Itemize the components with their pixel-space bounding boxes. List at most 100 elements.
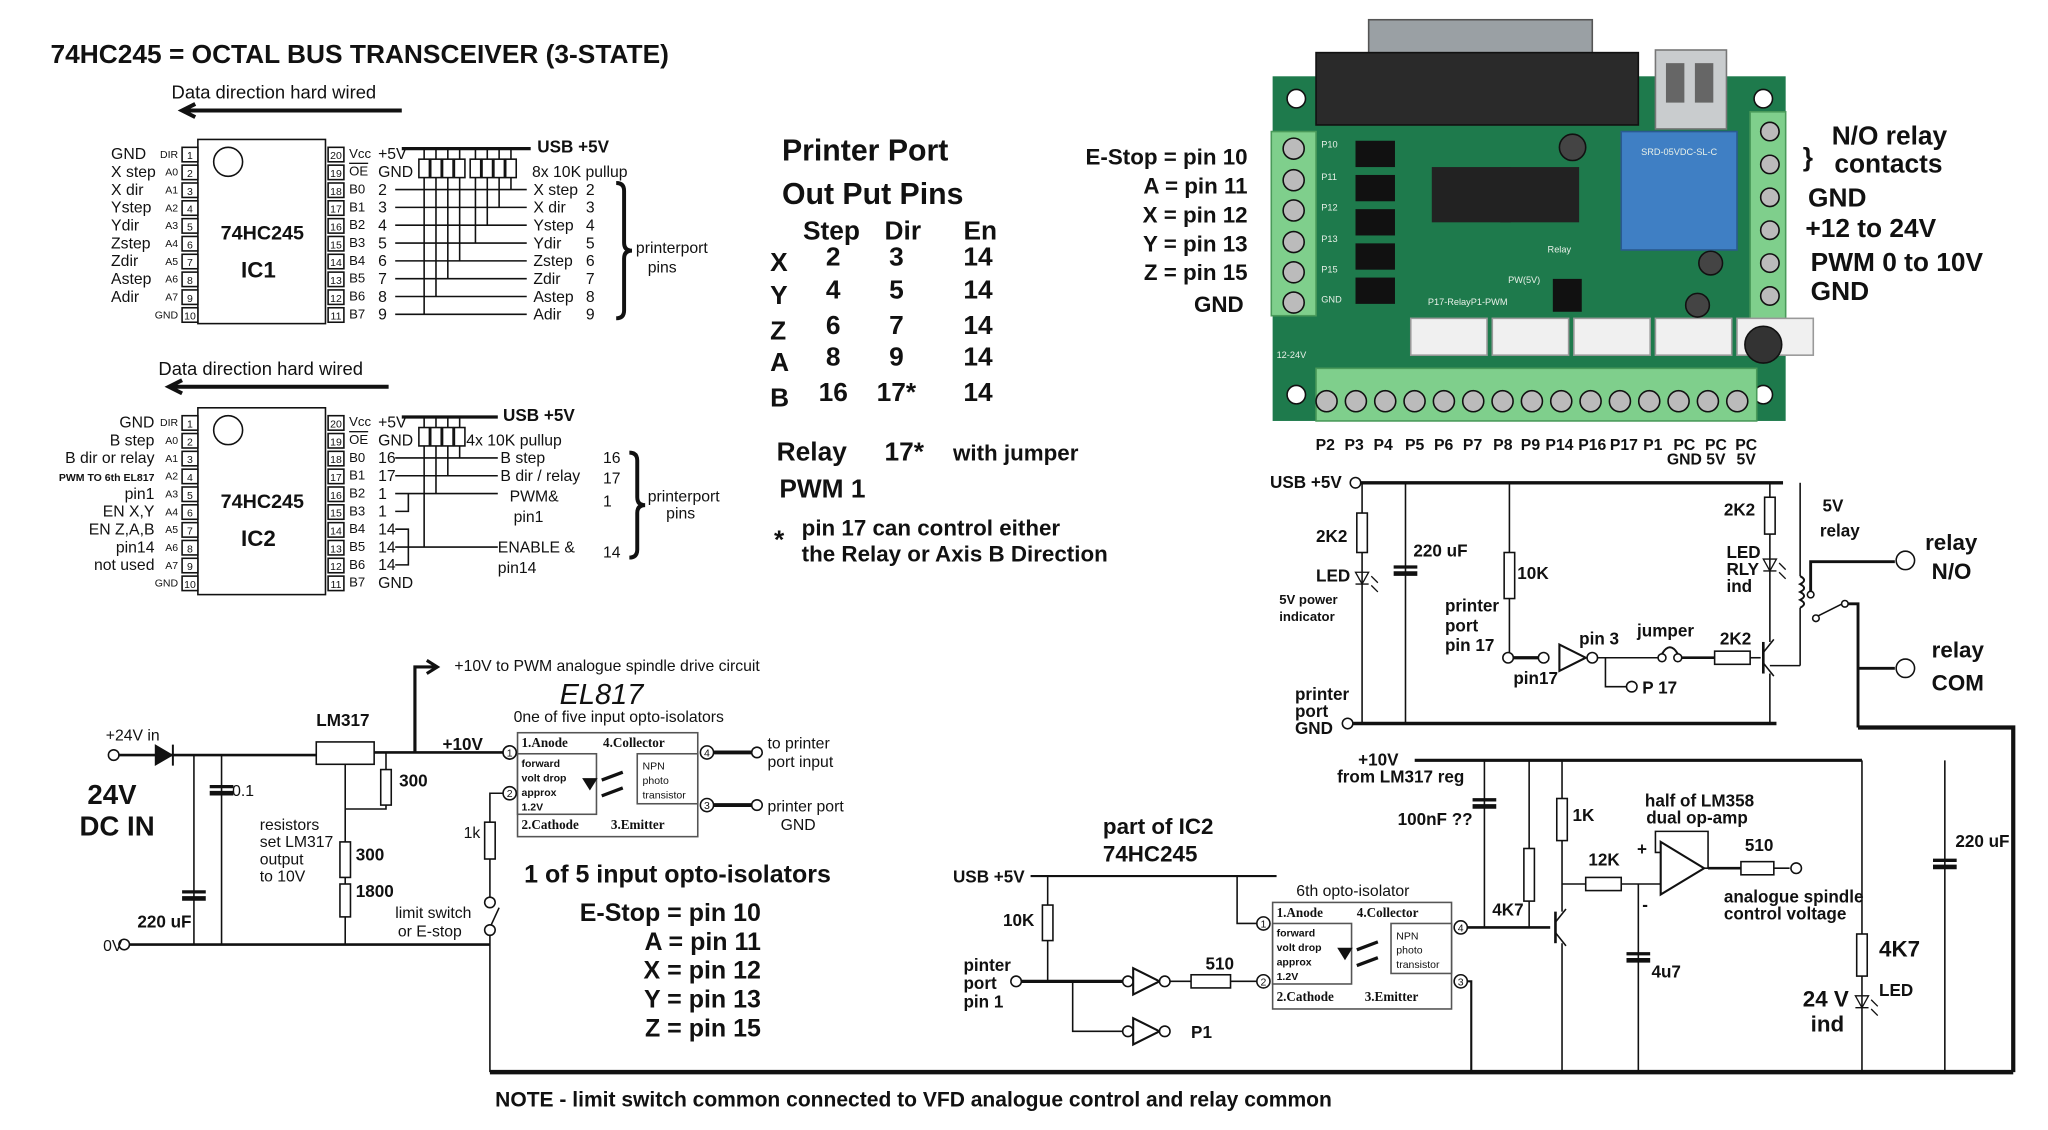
resistor <box>1356 512 1369 554</box>
transistor <box>1554 932 1567 947</box>
port-label: PWM& <box>510 488 560 505</box>
op-amp <box>1659 840 1707 897</box>
pin-name: GND <box>155 309 179 321</box>
terminal-circle <box>107 749 120 762</box>
capacitor-label: 0.1 <box>232 783 254 800</box>
opto-led-label: volt drop <box>1277 942 1322 954</box>
port-label: pin14 <box>498 560 537 577</box>
output-label: 5 <box>378 235 387 252</box>
terminal-circle <box>750 746 764 759</box>
bottom-pin-label: P8 <box>1493 437 1513 454</box>
resistor <box>481 158 494 179</box>
signal-label: B dir or relay <box>65 450 154 467</box>
signal-label: Zstep <box>111 235 151 252</box>
op-amp-plus: + <box>1637 840 1647 859</box>
jst-connector <box>1654 317 1733 356</box>
opto-transistor-label: photo <box>1396 945 1422 957</box>
screw-terminal <box>1403 389 1426 413</box>
pin-number: 1 <box>187 419 193 431</box>
silkscreen-label: P11 <box>1321 172 1337 182</box>
resistor <box>453 426 466 447</box>
silkscreen-label: GND <box>1321 295 1342 305</box>
group-label: printerport <box>648 488 720 505</box>
signal-label: Zdir <box>111 253 138 270</box>
pin-name: A3 <box>165 220 178 232</box>
terminal-circle <box>1158 975 1171 988</box>
output-label: 14 <box>378 539 396 556</box>
pin-number: 16 <box>330 221 342 233</box>
pin-box <box>181 306 199 324</box>
resistor-label: 10K <box>1003 911 1035 930</box>
output-label: GND <box>378 164 413 181</box>
opto-transistor-label: transistor <box>643 789 687 801</box>
pin-name: B4 <box>349 521 365 536</box>
table-cell: 8 <box>826 342 841 372</box>
port-pin-number: 2 <box>586 182 595 199</box>
relay-text: SRD-05VDC-SL-C <box>1641 147 1717 157</box>
opto-pin-number: 3 <box>1458 976 1464 988</box>
screw-terminal <box>1725 389 1749 413</box>
pin-name: B1 <box>349 468 365 483</box>
pin-number: 4 <box>187 204 193 216</box>
resistor <box>418 158 431 179</box>
pin-box <box>327 450 345 467</box>
table-cell: 14 <box>963 242 993 272</box>
signal-label: not used <box>94 557 154 574</box>
port-label: ENABLE & <box>498 539 576 556</box>
wire <box>1818 603 1843 617</box>
pin-name: A6 <box>165 542 178 554</box>
supply-label: USB +5V <box>1270 473 1342 492</box>
terminal-circle <box>1657 653 1667 663</box>
pin-name: A4 <box>165 238 178 250</box>
input-pin-label: A = pin 11 <box>1143 173 1247 198</box>
pullup-label: 8x 10K pullup <box>532 164 628 181</box>
bottom-pin-label: P14 <box>1545 437 1573 454</box>
resistor <box>441 158 454 179</box>
input-pin-label: X = pin 12 <box>1143 202 1248 227</box>
resistor-label: 300 <box>356 845 385 864</box>
pin-box <box>327 468 345 485</box>
pin-name: A5 <box>165 524 178 536</box>
pin-number: 14 <box>330 257 342 269</box>
resistor-label: 2K2 <box>1316 527 1347 546</box>
wire <box>1847 602 1895 728</box>
silkscreen-label: Relay <box>1548 245 1572 255</box>
led-icon <box>582 778 598 791</box>
wire <box>345 805 387 810</box>
pin-name: A2 <box>165 471 178 483</box>
table-header: En <box>963 215 997 245</box>
ic-reference: IC2 <box>241 526 276 551</box>
pin1-notch <box>212 146 244 178</box>
opto-transistor-box <box>1390 922 1453 975</box>
resistor <box>1855 933 1869 977</box>
terminal-circle <box>1502 651 1515 664</box>
resistor <box>1713 650 1751 666</box>
wire <box>395 493 410 513</box>
rail-label: +10V <box>1358 751 1399 770</box>
table-cell: 14 <box>963 310 993 340</box>
brace <box>616 181 633 321</box>
pin-number: 15 <box>330 239 342 251</box>
diode <box>154 744 174 767</box>
pin-name: OE <box>349 432 368 447</box>
table-cell: Z <box>770 315 786 345</box>
regulator-label: LM317 <box>316 711 369 730</box>
common-wire <box>1858 725 2016 1073</box>
opto-pin-map: Y = pin 13 <box>644 986 761 1014</box>
port-pin-number: 5 <box>586 235 595 252</box>
pin-box <box>181 450 199 467</box>
mount-hole <box>1286 88 1307 109</box>
jst-connector <box>1573 317 1651 356</box>
terminal-circle <box>1806 590 1815 599</box>
pin-number: 11 <box>331 311 342 323</box>
pin-number: 3 <box>187 186 193 198</box>
screw-terminal <box>1759 154 1780 175</box>
port-label: Ydir <box>533 235 561 252</box>
ground-label: printer <box>1295 685 1349 704</box>
pin-number: 16 <box>330 490 342 502</box>
terminal-circle <box>1537 651 1550 664</box>
table-cell: 2 <box>826 242 841 272</box>
table-cell: 16 <box>819 377 848 407</box>
output-label: printer port <box>767 799 844 816</box>
port-pin-number: 9 <box>586 307 595 324</box>
